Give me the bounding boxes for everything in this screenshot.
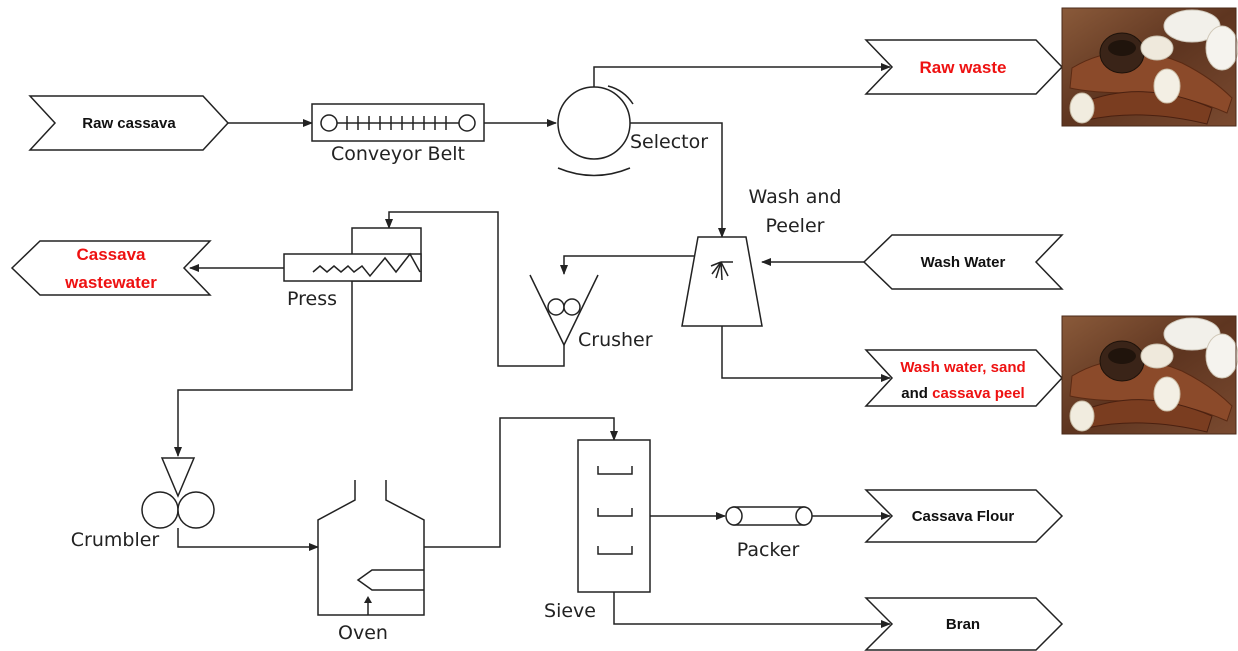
bran-label: Bran (946, 616, 980, 633)
wash-water-input: Wash Water (864, 235, 1062, 289)
wash-sand-label: Wash water, sand (900, 359, 1025, 376)
cassava-flour-output: Cassava Flour (866, 490, 1062, 542)
wash-and-peeler: Wash and Peeler (682, 186, 841, 326)
raw-waste-output: Raw waste (866, 40, 1062, 94)
packer: Packer (726, 507, 812, 561)
crumbler: Crumbler (71, 458, 214, 551)
and-cassava-peel-label: and cassava peel (901, 385, 1024, 402)
and-label: and (901, 385, 932, 402)
sieve-label: Sieve (544, 600, 596, 622)
wash-and-peeler-label-1: Wash and (749, 186, 842, 208)
cassava-wastewater-output: Cassava wastewater (12, 241, 210, 295)
crumbler-label: Crumbler (71, 529, 160, 551)
cassava-photo (1062, 316, 1238, 434)
cassava-photo (1062, 8, 1238, 126)
wash-water-label: Wash Water (921, 254, 1006, 271)
bran-output: Bran (866, 598, 1062, 650)
cassava-wastewater-label-1: Cassava (76, 245, 146, 264)
sieve: Sieve (544, 440, 650, 622)
cassava-peel-label: cassava peel (932, 385, 1025, 402)
cassava-flour-label: Cassava Flour (912, 508, 1015, 525)
conveyor-belt-label: Conveyor Belt (331, 143, 465, 165)
packer-label: Packer (737, 539, 800, 561)
wash-sand-peel-output: Wash water, sand and cassava peel (866, 350, 1062, 406)
raw-waste-label: Raw waste (920, 58, 1007, 77)
crusher: Crusher (530, 275, 653, 351)
press-label: Press (287, 288, 337, 310)
selector-label: Selector (630, 131, 708, 153)
raw-cassava-input: Raw cassava (30, 96, 228, 150)
oven-label: Oven (338, 622, 388, 644)
cassava-wastewater-label-2: wastewater (64, 273, 157, 292)
wash-and-peeler-label-2: Peeler (766, 215, 825, 237)
raw-cassava-label: Raw cassava (82, 115, 176, 132)
selector: Selector (558, 86, 708, 176)
conveyor-belt: Conveyor Belt (312, 104, 484, 165)
oven: Oven (318, 480, 424, 644)
crusher-label: Crusher (578, 329, 653, 351)
